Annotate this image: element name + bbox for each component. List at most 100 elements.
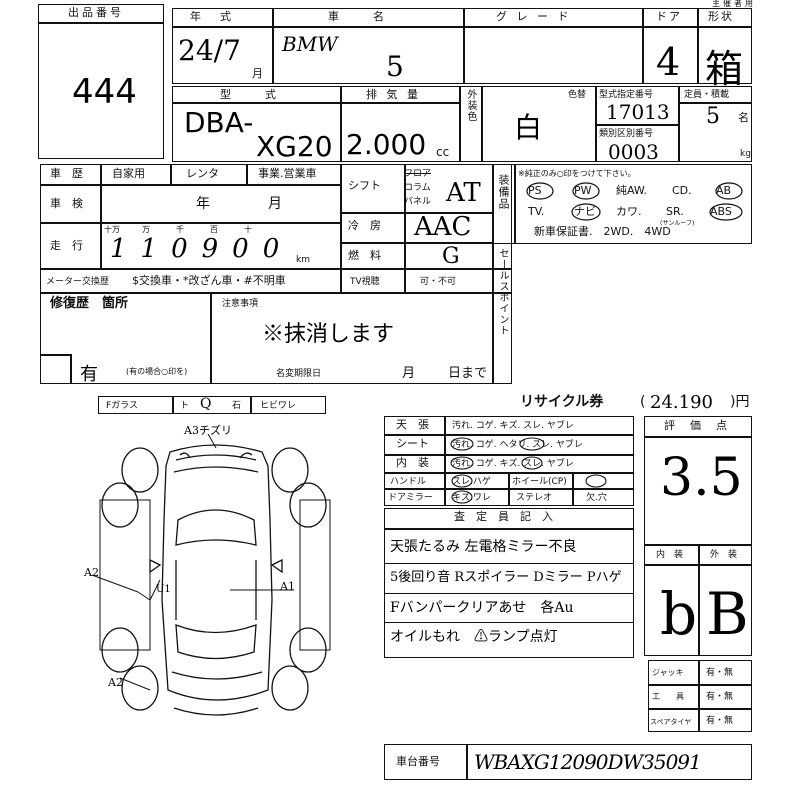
door-mirror-label: ドアミラー xyxy=(388,493,433,503)
equip-abs: ABS xyxy=(710,205,732,218)
disp-value: 2.000 xyxy=(346,128,427,161)
private-label: 自家用 xyxy=(112,167,145,180)
vin-label: 車台番号 xyxy=(396,755,440,768)
top-right-label: 主催者用 xyxy=(712,0,756,8)
mileage-value: 110900 xyxy=(110,234,294,264)
rename-day: 日まで xyxy=(448,366,488,381)
sales-point-label: セールスポイント xyxy=(497,248,508,336)
color-label: 色替 xyxy=(568,90,587,100)
inspection-label: 車 検 xyxy=(50,197,83,210)
equip-aw: 純AW. xyxy=(616,184,648,197)
make-label: 車 名 xyxy=(328,10,388,23)
equip-row3: 新車保証書. 2WD. 4WD xyxy=(534,225,671,238)
door-label: ドア xyxy=(656,10,682,23)
tool-spare-value: 有・無 xyxy=(706,716,734,726)
recycle-open: ( xyxy=(640,394,646,410)
fuel-label: 燃 料 xyxy=(348,249,381,262)
exterior-color-label: 外装色 xyxy=(465,89,476,122)
score-interior-label: 内 装 xyxy=(656,550,684,560)
capacity-label: 定員・積載 xyxy=(684,90,730,100)
type-value-1: DBA- xyxy=(184,106,254,139)
glass-option-crack: ヒビワレ xyxy=(260,401,297,411)
shape-value: 箱 xyxy=(705,47,744,91)
shift-option-floor: フロア xyxy=(404,169,432,179)
model-value: 5 xyxy=(386,50,404,83)
equip-ps: PS xyxy=(528,184,542,197)
inspection-month: 月 xyxy=(268,196,282,212)
tool-tools-label: 工 具 xyxy=(652,692,684,701)
fuel-value: G xyxy=(442,244,460,269)
meter-label: メーター交換歴 xyxy=(46,277,110,287)
rename-label: 名変期限日 xyxy=(276,369,322,379)
ac-label: 冷 房 xyxy=(348,219,381,232)
recycle-value: 24.190 xyxy=(650,392,713,413)
disp-label: 排 気 量 xyxy=(366,88,421,101)
mileage-unit-1k: 千 xyxy=(176,225,184,234)
stereo-label: ステレオ xyxy=(516,493,553,503)
rental-label: レンタ xyxy=(186,167,219,180)
score-exterior-label: 外 装 xyxy=(710,550,738,560)
grade-label: グ レ ー ド xyxy=(496,10,572,23)
mileage-unit-100: 百 xyxy=(210,225,218,234)
damage-top: A3チズリ xyxy=(184,424,232,437)
meter-options: $交換車・*改ざん車・#不明車 xyxy=(132,274,286,287)
equip-cd: CD. xyxy=(672,184,692,197)
score-exterior-value: B xyxy=(706,580,749,648)
month-unit: 月 xyxy=(252,67,263,80)
score-value: 3.5 xyxy=(660,448,743,508)
equip-sr-sub: (サンルーフ) xyxy=(660,220,695,227)
inspector-line-1: 天張たるみ 左電格ミラー不良 xyxy=(390,539,577,555)
equip-ab: AB xyxy=(716,184,732,197)
history-label: 車 歴 xyxy=(50,167,83,180)
equip-navi: ナビ xyxy=(574,205,596,218)
classification-label: 類別区別番号 xyxy=(599,129,654,139)
lot-label: 出品番号 xyxy=(68,6,124,19)
type-value-2: XG20 xyxy=(256,130,333,163)
notes-label: 注意事項 xyxy=(222,299,259,309)
wheel-label: ホイール(CP) xyxy=(512,477,567,487)
interior-label: 内 装 xyxy=(396,456,429,469)
history-frame xyxy=(40,164,512,384)
capacity-value: 5 xyxy=(706,104,720,129)
glass-frame xyxy=(98,396,326,414)
damage-left: A2 xyxy=(84,566,99,579)
recycle-unit: )円 xyxy=(730,394,750,410)
ceiling-label: 天 張 xyxy=(396,418,429,431)
inspection-year: 年 xyxy=(196,196,210,212)
tool-spare-label: スペアタイヤ xyxy=(650,718,692,726)
stereo-items: 欠.穴 xyxy=(586,493,607,503)
glass-mark: Q xyxy=(200,396,212,412)
repair-note: (有の場合○印を) xyxy=(126,367,188,376)
inspector-line-4: オイルもれ ⚠ランプ点灯 xyxy=(390,629,558,645)
year-label: 年 式 xyxy=(190,10,235,23)
tool-jack-label: ジャッキ xyxy=(652,668,684,677)
handle-label: ハンドル xyxy=(390,477,427,487)
tools-frame xyxy=(648,660,752,732)
seat-label: シート xyxy=(396,437,429,450)
seat-items: 汚れ. コゲ. ヘタリ. スレ. ヤブレ xyxy=(452,440,583,450)
inspector-frame xyxy=(384,508,634,658)
repair-value: 有 xyxy=(80,364,98,385)
specs-frame xyxy=(172,86,752,162)
ceiling-items: 汚れ. コゲ. キズ. スレ. ヤブレ xyxy=(452,421,574,431)
shift-value: AT xyxy=(446,178,481,208)
type-label: 型 式 xyxy=(220,88,280,101)
shift-option-panel: パネル xyxy=(404,197,432,207)
equipment-label: 装備品 xyxy=(497,174,510,210)
classification-value: 0003 xyxy=(608,140,659,164)
glass-option-stone: 石 xyxy=(232,401,242,411)
lot-number: 444 xyxy=(72,72,137,112)
vin-value: WBAXG12090DW35091 xyxy=(474,750,702,774)
business-label: 事業.営業車 xyxy=(258,167,317,180)
repair-label: 修復歴 箇所 xyxy=(50,296,129,311)
color-value: 白 xyxy=(514,111,543,144)
mileage-unit-100k: 十万 xyxy=(104,225,120,234)
mileage-unit: km xyxy=(296,255,310,265)
inspector-line-2: 5後回り音 Rスポイラー Dミラー Pハゲ xyxy=(390,570,622,585)
shift-label: シフト xyxy=(348,179,381,192)
load-unit: kg xyxy=(740,149,751,159)
score-label: 評 価 点 xyxy=(664,419,729,432)
interior-items: 汚れ. コゲ. キズ. スレ. ヤブレ xyxy=(452,459,574,469)
make-value: BMW xyxy=(282,32,338,56)
